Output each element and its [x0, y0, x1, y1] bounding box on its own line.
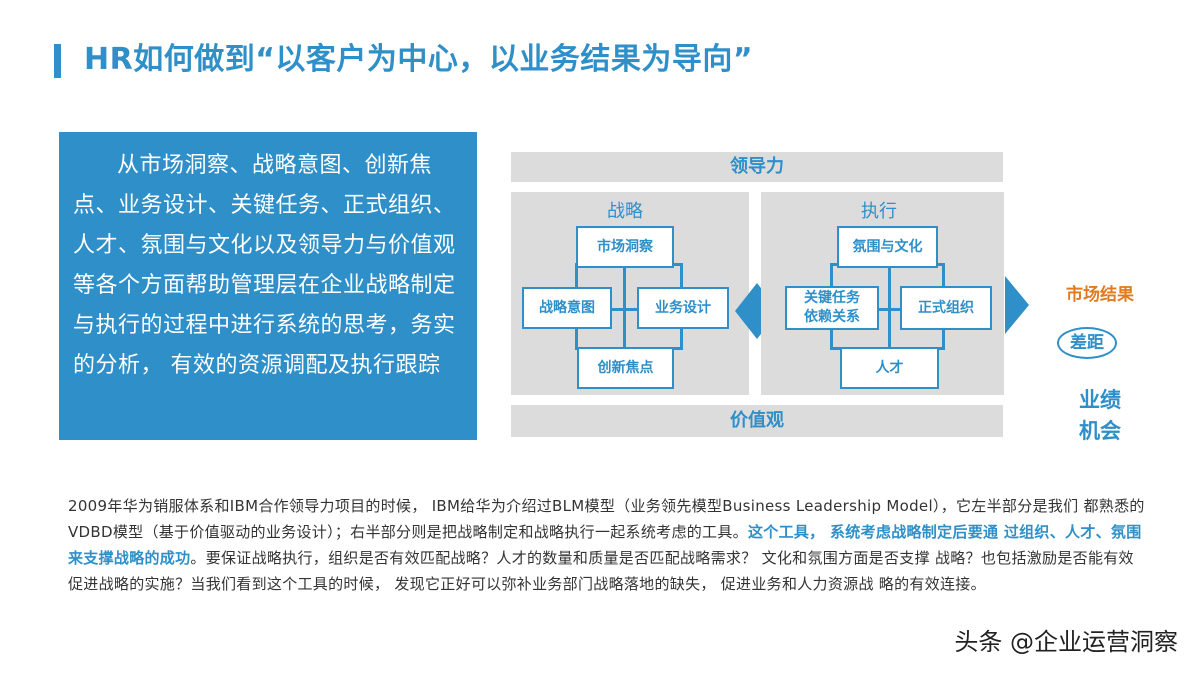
node-innovation-focus: 创新焦点	[577, 347, 674, 389]
node-business-design: 业务设计	[637, 287, 729, 329]
strategy-label: 战略	[607, 201, 643, 222]
paragraph-part-2: 。要保证战略执行，组织是否有效匹配战略？人才的数量和质量是否匹配战略需求？ 文化…	[68, 549, 1134, 593]
opportunity-label: 机会	[1079, 419, 1121, 443]
execution-connector-left-down	[830, 328, 833, 350]
strategy-connector-left-down	[575, 325, 578, 350]
strategy-connector-left-up	[575, 263, 578, 289]
strategy-connector-right-up	[680, 263, 683, 289]
node-climate-culture: 氛围与文化	[837, 226, 938, 268]
execution-label: 执行	[861, 201, 897, 222]
execution-connector-middle	[870, 308, 908, 311]
node-critical-tasks: 关键任务 依赖关系	[785, 286, 879, 330]
leadership-band: 领导力	[511, 152, 1003, 182]
description-paragraph: 2009年华为销服体系和IBM合作领导力项目的时候， IBM给华为介绍过BLM模…	[68, 493, 1148, 597]
result-arrow	[1005, 276, 1029, 334]
paragraph-highlight: 这个工具， 系统考虑战略制定后要通 过组织、人才、氛围来支撑战略的成功	[68, 523, 1142, 567]
execution-connector-right-up	[942, 263, 945, 287]
values-band: 价值观	[511, 405, 1003, 437]
watermark-text: 头条 @企业运营洞察	[954, 628, 1178, 656]
title-accent-bar	[54, 44, 61, 78]
node-talent: 人才	[840, 347, 939, 389]
page-title: HR如何做到“以客户为中心，以业务结果为导向”	[84, 42, 754, 77]
node-formal-organization: 正式组织	[900, 286, 992, 330]
summary-text: 从市场洞察、战略意图、创新焦点、业务设计、关键任务、正式组织、人才、氛围与文化以…	[73, 153, 456, 378]
strategy-connector-vertical	[623, 262, 626, 350]
strategy-connector-right-down	[680, 325, 683, 350]
execution-connector-vertical	[888, 262, 891, 350]
market-result-label: 市场结果	[1066, 285, 1134, 305]
execution-connector-right-down	[942, 328, 945, 350]
paragraph-part-1: 2009年华为销服体系和IBM合作领导力项目的时候， IBM给华为介绍过BLM模…	[68, 497, 1145, 541]
performance-label: 业绩	[1079, 388, 1121, 412]
node-strategic-intent: 战略意图	[522, 287, 612, 329]
strategy-connector-middle	[603, 308, 639, 311]
gap-ellipse: 差距	[1057, 327, 1117, 359]
node-market-insight: 市场洞察	[576, 226, 674, 268]
summary-box: 从市场洞察、战略意图、创新焦点、业务设计、关键任务、正式组织、人才、氛围与文化以…	[59, 132, 477, 440]
execution-connector-left-up	[830, 263, 833, 287]
